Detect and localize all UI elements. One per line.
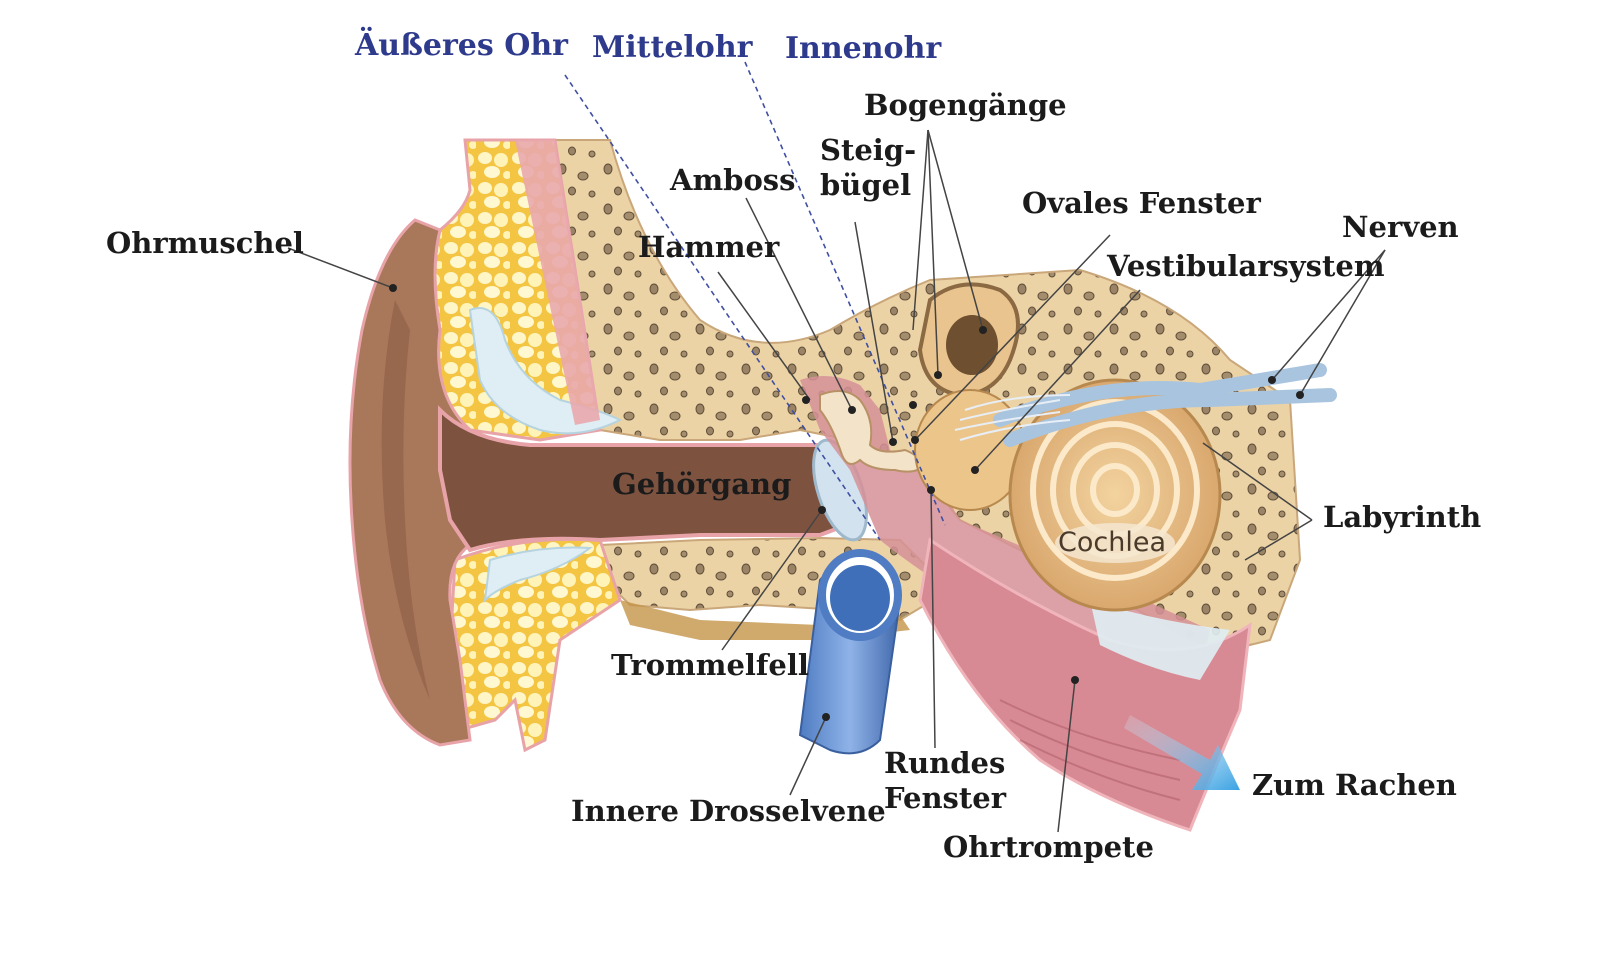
leader-dots <box>389 284 1304 721</box>
label-amboss: Amboss <box>670 163 796 197</box>
cochlea-spiral <box>1030 399 1200 581</box>
tube-stripes <box>999 699 1181 801</box>
label-steigbuegel-line2: bügel <box>820 167 912 202</box>
label-gehoergang: Gehörgang <box>612 467 792 501</box>
label-steigbuegel-line1: Steig- <box>820 133 917 167</box>
section-dividers <box>564 61 946 541</box>
vein-inner <box>830 565 890 631</box>
label-steigbuegel: Steig- bügel <box>820 133 916 203</box>
skin-band-upper <box>515 140 600 425</box>
label-innere-drosselvene: Innere Drosselvene <box>571 794 886 828</box>
label-inner-ear: Innenohr <box>785 31 942 66</box>
leader-lines <box>287 129 1386 833</box>
label-zum-rachen: Zum Rachen <box>1252 768 1457 802</box>
ear-canal <box>438 405 863 553</box>
to-throat-arrow <box>1124 715 1240 790</box>
auricle <box>348 218 472 747</box>
label-ovales-fenster: Ovales Fenster <box>1022 186 1261 220</box>
label-nerven: Nerven <box>1342 210 1459 244</box>
label-vestibularsystem: Vestibularsystem <box>1107 249 1385 283</box>
label-ohrtrompete: Ohrtrompete <box>943 830 1154 864</box>
cartilage-lower <box>483 546 593 603</box>
canal-hole <box>946 315 998 375</box>
label-rundes-fenster-line1: Rundes <box>884 746 1006 780</box>
nerve-fibers <box>954 394 1071 441</box>
label-labyrinth: Labyrinth <box>1323 500 1482 534</box>
label-hammer: Hammer <box>638 230 780 264</box>
label-rundes-fenster: Rundes Fenster <box>884 746 1006 816</box>
nerve-bundle <box>993 363 1337 447</box>
auricle-shadow <box>381 300 430 700</box>
label-outer-ear: Äußeres Ohr <box>355 28 568 63</box>
pink-membrane <box>1090 600 1230 680</box>
cochlea-label-bg <box>1055 523 1175 563</box>
label-rundes-fenster-line2: Fenster <box>884 780 1006 815</box>
label-trommelfell: Trommelfell <box>611 648 809 682</box>
label-bogengaenge: Bogengänge <box>864 88 1067 122</box>
label-middle-ear: Mittelohr <box>592 30 753 65</box>
cartilage-upper <box>468 307 623 435</box>
label-cochlea: Cochlea <box>1058 527 1166 558</box>
label-ohrmuschel: Ohrmuschel <box>106 226 304 260</box>
